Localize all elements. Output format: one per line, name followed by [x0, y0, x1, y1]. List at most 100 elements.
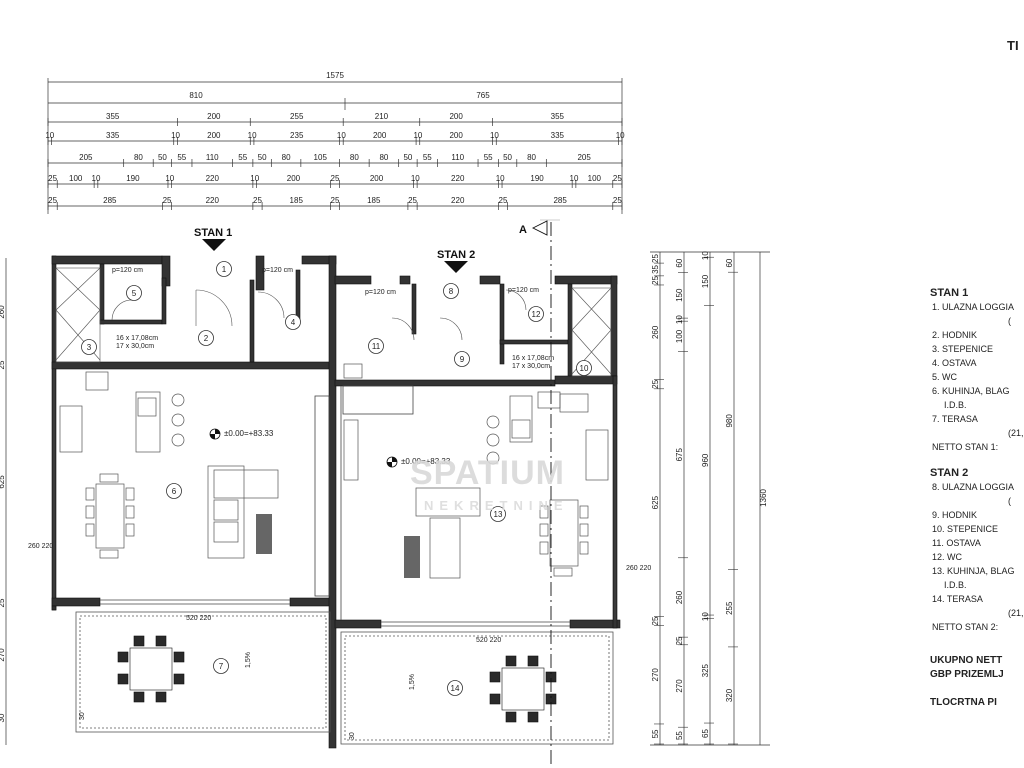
- legend-item: 10. STEPENICE: [932, 524, 999, 534]
- dimension-label: 55: [484, 153, 493, 162]
- terraces: [75, 611, 614, 745]
- door-label-4: p=120 cm: [508, 287, 539, 294]
- dimension-label: 25: [613, 174, 622, 183]
- legend-item: 2. HODNIK: [932, 330, 978, 340]
- dimension-label: 200: [449, 131, 463, 140]
- legend-item: 8. ULAZNA LOGGIA: [932, 482, 1015, 492]
- dimension-label: 10: [616, 131, 625, 140]
- right-dimension-label: 10: [701, 612, 710, 621]
- dimension-label: 255: [290, 112, 304, 121]
- legend-footer: TLOCRTNA PI: [930, 697, 997, 708]
- door-label-2: p=120 cm: [262, 267, 293, 274]
- door-label-1: p=120 cm: [112, 267, 143, 274]
- svg-text:7: 7: [219, 662, 224, 671]
- level-marker-2: [386, 456, 398, 468]
- stairs-stan2: [571, 287, 612, 377]
- legend-total-netto: UKUPNO NETT: [930, 655, 1003, 666]
- dimension-label: 25: [253, 196, 262, 205]
- watermark: SPATIUM NEKRETNINE: [410, 454, 569, 513]
- dimension-label: 55: [177, 153, 186, 162]
- dimension-label: 10: [570, 174, 579, 183]
- svg-text:3: 3: [87, 343, 92, 352]
- dimension-label: 10: [411, 174, 420, 183]
- dimension-label: 335: [106, 131, 120, 140]
- dimension-label: 50: [258, 153, 267, 162]
- rug-stan2: [404, 536, 420, 578]
- right-dimension-labels: 2535252602562525270556015010100675260252…: [651, 251, 738, 745]
- right-dimension-label: 150: [701, 274, 710, 288]
- dimension-label: 200: [207, 131, 221, 140]
- dimension-label: 200: [207, 112, 221, 121]
- stan2-label: STAN 2: [437, 249, 475, 261]
- dimension-label: 220: [206, 196, 220, 205]
- svg-text:10: 10: [580, 364, 589, 373]
- left-dim-625: 625: [0, 475, 6, 489]
- opening-label-3: 520 220: [186, 615, 211, 622]
- dimension-label: 10: [171, 131, 180, 140]
- room-number-13: 13: [490, 506, 506, 522]
- dimension-label: 205: [79, 153, 93, 162]
- dimension-label: 80: [282, 153, 291, 162]
- dimension-label: 200: [370, 174, 384, 183]
- room-legend: STAN 1 1. ULAZNA LOGGIA ( 2. HODNIK 3. S…: [930, 286, 1024, 710]
- door-swings: [111, 289, 527, 341]
- top-dimension-chains: [47, 78, 623, 214]
- dimension-label: 80: [134, 153, 143, 162]
- section-label: A: [519, 224, 527, 236]
- dimension-label: 10: [165, 174, 174, 183]
- room-number-7: 7: [213, 658, 229, 674]
- room-number-9: 9: [454, 351, 470, 367]
- dimension-label: 200: [373, 131, 387, 140]
- legend-item: I.D.B.: [944, 580, 967, 590]
- right-dimension-label: 255: [725, 601, 734, 615]
- dimension-label: 25: [499, 196, 508, 205]
- right-dimension-label: 675: [675, 448, 684, 462]
- right-dimension-chains: [650, 251, 770, 746]
- dimension-label: 55: [238, 153, 247, 162]
- right-dimension-label: 260: [651, 325, 660, 339]
- dimension-label: 100: [69, 174, 83, 183]
- dimension-label: 355: [106, 112, 120, 121]
- dimension-label: 110: [451, 153, 464, 162]
- dimension-label: 10: [250, 174, 259, 183]
- dimension-label: 50: [158, 153, 167, 162]
- stan1-entry-marker: [202, 239, 226, 251]
- opening-label-2: 260 220: [626, 565, 651, 572]
- dimension-label: 220: [206, 174, 220, 183]
- svg-text:13: 13: [494, 510, 503, 519]
- right-dimension-label: 10: [675, 315, 684, 324]
- legend-item: 5. WC: [932, 372, 958, 382]
- dimension-label: 10: [45, 131, 54, 140]
- furniture-stan2: [343, 363, 609, 579]
- sheet-title: TI: [1007, 38, 1019, 53]
- furniture-stan1: [59, 371, 279, 559]
- dimension-label: 185: [367, 196, 381, 205]
- watermark-sub: NEKRETNINE: [424, 498, 569, 513]
- svg-text:12: 12: [532, 310, 541, 319]
- dimension-label: 25: [48, 196, 57, 205]
- dimension-label: 335: [551, 131, 565, 140]
- legend-area: (: [1008, 496, 1011, 506]
- legend-item: 12. WC: [932, 552, 963, 562]
- left-dim-25b: 25: [0, 598, 6, 607]
- svg-text:11: 11: [372, 342, 381, 351]
- svg-text:1: 1: [222, 265, 227, 274]
- left-dim-30: 30: [0, 713, 6, 722]
- left-dim-25: 25: [0, 360, 6, 369]
- legend-item: 1. ULAZNA LOGGIA: [932, 302, 1015, 312]
- dimension-label: 25: [48, 174, 57, 183]
- right-dimension-label: 320: [725, 688, 734, 702]
- opening-label-1: 260 220: [28, 543, 53, 550]
- dimension-label: 50: [403, 153, 412, 162]
- legend-item: 11. OSTAVA: [932, 538, 981, 548]
- dimension-label: 55: [423, 153, 432, 162]
- watermark-brand: SPATIUM: [410, 454, 565, 492]
- dimension-label: 100: [588, 174, 602, 183]
- dimension-label: 190: [126, 174, 140, 183]
- legend-total-gbp: GBP PRIZEMLJ: [930, 669, 1004, 680]
- svg-text:4: 4: [291, 318, 296, 327]
- dimension-label: 200: [449, 112, 463, 121]
- right-dimension-label: 100: [675, 329, 684, 343]
- room-number-2: 2: [198, 330, 214, 346]
